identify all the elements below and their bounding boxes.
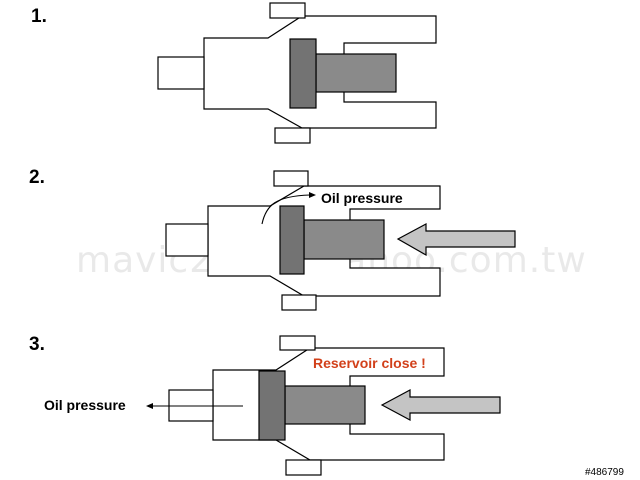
step-3-top-tab bbox=[279, 335, 316, 351]
step-2-bottom-tab bbox=[281, 294, 317, 311]
step-1-bottom-tab bbox=[274, 127, 311, 144]
step-1-piston bbox=[289, 38, 317, 109]
step-1-inlet bbox=[157, 56, 205, 90]
step-3-reservoir-status: Reservoir close ! bbox=[313, 355, 426, 371]
step-3-number: 3. bbox=[29, 334, 45, 355]
step-1-spool-rod bbox=[315, 53, 397, 93]
step-2-oil-flow-line bbox=[261, 194, 311, 225]
step-3-oil-out-arrowhead bbox=[146, 403, 153, 409]
step-3-piston bbox=[258, 370, 286, 441]
step-3-bottom-tab bbox=[285, 459, 322, 476]
step-1-diagram: 1. bbox=[31, 2, 437, 144]
step-1-top-tab bbox=[269, 2, 306, 19]
step-3-diagram: 3. Oil pressure Reservoir close ! bbox=[29, 334, 501, 476]
step-3-oil-pressure-label: Oil pressure bbox=[44, 397, 126, 413]
step-1-number: 1. bbox=[31, 6, 47, 27]
step-2-diagram: 2. Oil pressure bbox=[29, 167, 516, 311]
step-2-push-arrow bbox=[396, 222, 516, 257]
step-2-number: 2. bbox=[29, 167, 45, 188]
step-2-oil-flow-arrowhead bbox=[309, 192, 316, 198]
step-2-spool-rod bbox=[303, 219, 385, 260]
image-tag: #486799 bbox=[585, 467, 624, 478]
step-2-piston bbox=[279, 205, 305, 275]
step-2-oil-pressure-label: Oil pressure bbox=[321, 190, 403, 206]
step-2-inlet bbox=[165, 223, 209, 257]
step-3-spool-rod bbox=[284, 385, 366, 425]
step-2-top-tab bbox=[273, 170, 309, 187]
step-3-push-arrow bbox=[380, 388, 501, 422]
